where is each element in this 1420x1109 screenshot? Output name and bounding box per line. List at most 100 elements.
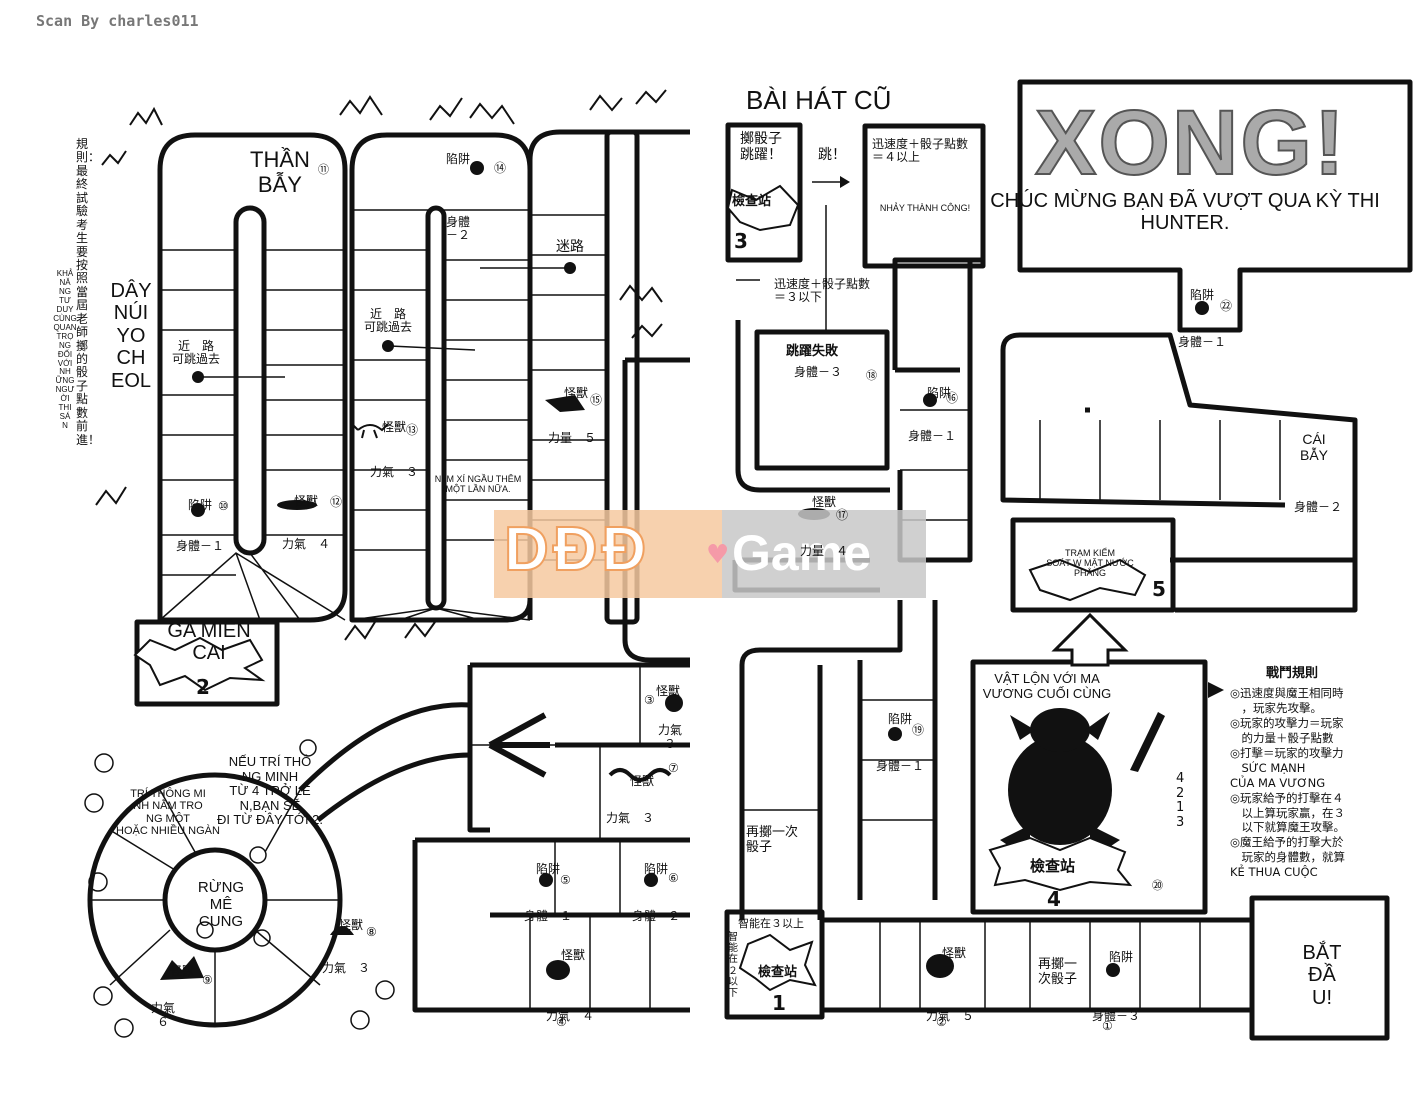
cell-2-number: ② xyxy=(936,1015,947,1029)
cell-19-number: ⑲ xyxy=(912,723,925,737)
cell-7: 怪獸 力氣 ３ ⑦ xyxy=(606,761,679,839)
cell-5: 陷阱 身體－１ ⑤ xyxy=(524,850,572,937)
jump-success-box xyxy=(862,123,986,269)
cell-19-head: 陷阱 xyxy=(888,712,913,727)
cell-15-number: ⑮ xyxy=(590,393,603,407)
jump-dice-label: 擲骰子 跳躍！ xyxy=(740,131,782,163)
cell-3-head: 怪獸 xyxy=(656,684,681,699)
cell-14-number: ⑭ xyxy=(494,161,507,175)
checkpoint-2-number: 2 xyxy=(196,675,210,699)
reroll-label: 再擲一次 骰子 xyxy=(746,825,799,855)
cell-22-body: 身體－１ xyxy=(1178,335,1227,350)
cell-13-head: 怪獸 xyxy=(382,420,407,435)
watermark-right-text: Game xyxy=(732,525,871,581)
cell-16-body: 身體－１ xyxy=(908,429,957,444)
scanner-credit: Scan By charles011 xyxy=(36,12,199,30)
cell-1: 陷阱 身體－３ ① xyxy=(1092,938,1140,1037)
cell-22-number: ㉒ xyxy=(1220,299,1233,313)
cell-15: 怪獸 力量 ５ ⑮ xyxy=(548,374,602,459)
cell-1-head: 陷阱 xyxy=(1109,950,1134,965)
speed-low-label: 迅速度＋骰子點數 ＝３以下 xyxy=(774,277,871,305)
cell-17-number: ⑰ xyxy=(836,508,849,522)
cell-7-body: 力氣 ３ xyxy=(606,811,655,826)
cell-6: 陷阱 身體－２ ⑥ xyxy=(632,850,680,937)
jump-label: 跳！ xyxy=(818,147,846,163)
cell-5-number: ⑤ xyxy=(560,873,571,887)
cell-22-head: 陷阱 xyxy=(1190,288,1215,303)
cell-14-body: 身體 －２ xyxy=(446,214,471,243)
cell-17-body: 力量 ４ xyxy=(800,544,849,559)
jump-fail-box xyxy=(754,329,890,471)
checkpoint-4-number: 4 xyxy=(1047,887,1061,911)
cell-15-head: 怪獸 xyxy=(564,386,589,401)
cell-16-number: ⑯ xyxy=(946,391,959,405)
cell-19: 陷阱 身體－１ ⑲ xyxy=(876,700,924,787)
battle-rules-body: ◎迅速度與魔王相同時 ，玩家先攻擊。 ◎玩家的攻擊力＝玩家 的力量＋骰子點數 ◎… xyxy=(1230,686,1345,880)
cell-13-number: ⑬ xyxy=(406,423,419,437)
checkpoint-1-box xyxy=(724,909,825,1020)
cell-19-body: 身體－１ xyxy=(876,759,925,774)
cell-15-body: 力量 ５ xyxy=(548,431,597,446)
cell-9-number: ⑨ xyxy=(202,973,213,987)
cell-12-number: ⑫ xyxy=(330,495,343,509)
cell-5-body: 身體－１ xyxy=(524,909,573,924)
watermark-left-panel xyxy=(494,510,722,598)
checkpoint-5-box xyxy=(1010,517,1176,613)
path-divider-3 xyxy=(604,129,640,625)
jump-fail-body: 身體－３ xyxy=(794,365,843,379)
checkpoint-5-number: 5 xyxy=(1152,577,1166,601)
path-divider-2 xyxy=(425,205,447,611)
cell-17-head: 怪獸 xyxy=(812,495,837,510)
forest-label: RỪNG MÊ CUNG xyxy=(197,879,245,930)
cell-3-body: 力氣 ３ xyxy=(658,723,683,751)
cell-16-head: 陷阱 xyxy=(927,386,952,401)
watermark-right-panel xyxy=(722,510,926,598)
path-column-1 xyxy=(157,132,348,623)
cell-16: 陷阱 身體－１ ⑯ xyxy=(908,374,959,457)
shortcut-2-label: 近 路 可跳過去 xyxy=(364,307,413,335)
gamien-label: GA MIÊN CAI xyxy=(167,620,251,665)
cell-9-head: 怪獸 xyxy=(170,964,195,979)
path-column-2 xyxy=(349,132,533,623)
cell-10-body: 身體－１ xyxy=(176,539,225,554)
battle-rules-title: 戰鬥規則 xyxy=(1265,666,1318,681)
ring-note-b: TRÍ THÔNG MI NH NẰM TRO NG MỘT HOẶC NHIỀ… xyxy=(116,788,220,837)
boss-number: ⑳ xyxy=(1152,879,1163,892)
cell-2-body: 力氣 ５ xyxy=(926,1009,975,1024)
checkpoint-3-number: 3 xyxy=(734,229,748,253)
cell-8-head: 怪獸 xyxy=(339,918,364,933)
jump-success-label: NHẢY THÀNH CÔNG! xyxy=(879,203,971,213)
boss-dice-values: 4 2 1 3 xyxy=(1176,771,1185,830)
cell-8-body: 力氣 ３ xyxy=(322,961,371,976)
dice-again-note: N=M XÍ NGẦU THÊM MỘT LẦN NỮA. xyxy=(434,474,522,495)
vine-label: DÂY NÚI YO CH EOL xyxy=(110,280,152,392)
cell-13-body: 力氣 ３ xyxy=(370,465,419,480)
trap-god-number: ⑪ xyxy=(318,163,329,176)
cell-4-head: 怪獸 xyxy=(561,948,586,963)
cell-7-number: ⑦ xyxy=(668,761,679,775)
cell-13: 怪獸 力氣 ３ ⑬ xyxy=(370,408,418,493)
reroll-2-label: 再擲一 次骰子 xyxy=(1038,957,1078,987)
cell-21: 身體－２ xyxy=(1294,488,1342,542)
speed-high-label: 迅速度＋骰子點數 ＝４以上 xyxy=(872,137,969,165)
checkpoint-1-number: 1 xyxy=(772,991,786,1015)
cell-10: 陷阱 身體－１ ⑩ xyxy=(176,486,229,567)
cell-4-body: 力氣 ４ xyxy=(546,1009,595,1024)
finish-box xyxy=(1017,79,1413,333)
watermark: DĐĐ ♥ Game xyxy=(494,510,926,598)
finish-message: CHÚC MỪNG BẠN ĐÃ VƯỢT QUA KỲ THI HUNTER. xyxy=(990,190,1380,235)
jump-fail-title: 跳躍失敗 xyxy=(786,344,839,359)
cell-2-head: 怪獸 xyxy=(942,946,967,961)
checkpoint-1-title: 檢查站 xyxy=(758,965,798,980)
checkpoint-5-label: TRẠM KIỂM SOÁT W MẶT NƯỚC PHẲNG xyxy=(1046,548,1134,579)
jump-fail-number: ⑱ xyxy=(866,369,877,382)
path-column-3 xyxy=(527,129,690,620)
intel-high-label: 智能在３以上 xyxy=(738,917,804,930)
cell-4: 怪獸 力氣 ４ ④ xyxy=(546,936,594,1037)
cell-10-number: ⑩ xyxy=(218,499,229,513)
intel-low-label: 智 能 在 ２ 以 下 xyxy=(728,932,738,999)
cell-6-head: 陷阱 xyxy=(644,862,669,877)
checkpoint-3-title: 檢查站 xyxy=(732,194,772,209)
cell-22: 陷阱 身體－１ ㉒ xyxy=(1178,276,1232,363)
ring-note-a: NẾU TRÍ THÔ NG MINH TỪ 4 TRỞ LÊ N,BẠN SẼ… xyxy=(216,754,324,828)
